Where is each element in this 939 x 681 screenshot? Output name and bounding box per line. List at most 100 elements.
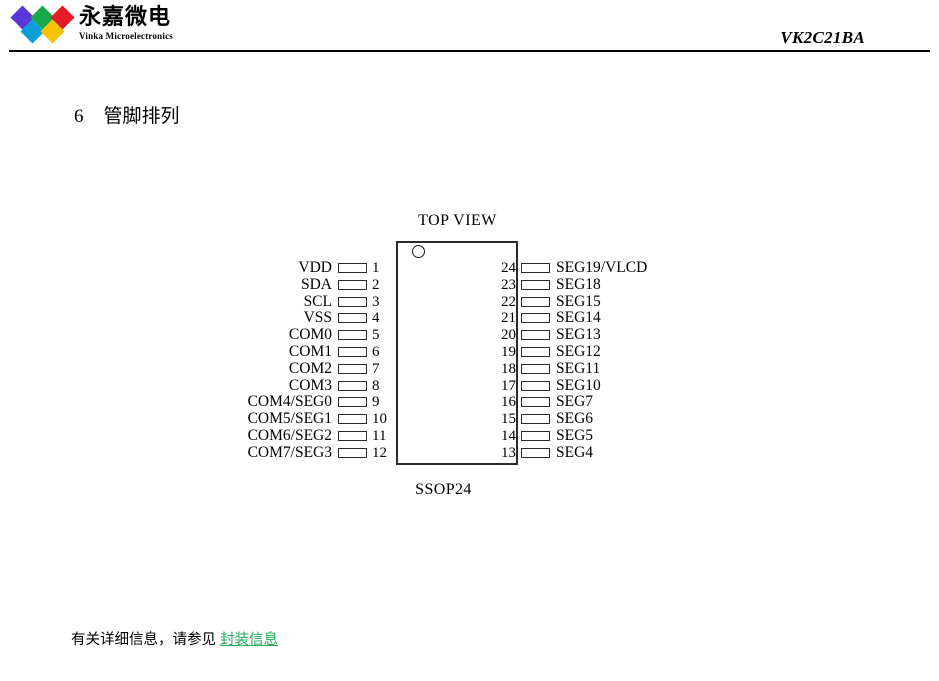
pin-number: 3	[372, 293, 380, 310]
pin-row-right-22: 22 SEG15	[490, 292, 750, 310]
pin1-marker-icon	[412, 245, 425, 258]
pin-number: 8	[372, 377, 380, 394]
pin-stub-icon	[521, 347, 550, 357]
company-logo: 永嘉微电 Vinka Microelectronics	[10, 4, 173, 44]
pin-row-left-11: COM6/SEG2 11	[170, 427, 398, 445]
footer-note: 有关详细信息，请参见封装信息	[71, 628, 278, 649]
pin-number: 20	[501, 327, 516, 344]
pin-label: SEG11	[556, 359, 601, 377]
pin-label: SEG5	[556, 427, 594, 444]
pin-label: SDA	[300, 275, 332, 293]
part-number: VK2C21BA	[780, 28, 865, 47]
pin-label: SEG6	[556, 410, 594, 428]
package-name: SSOP24	[0, 481, 939, 499]
pin-stub-icon	[521, 397, 550, 408]
footer-note-text: 有关详细信息，请参见	[71, 632, 216, 648]
pin-number: 19	[501, 344, 516, 360]
pin-stub-icon	[521, 414, 550, 425]
pin-row-right-13: 13 SEG4	[490, 443, 750, 461]
pin-stub-icon	[338, 447, 367, 458]
pin-number: 9	[372, 394, 380, 411]
pin-stub-icon	[338, 380, 367, 391]
pin-label: SEG7	[556, 393, 594, 411]
pin-label: SEG4	[556, 443, 594, 461]
pin-stub-icon	[338, 347, 367, 357]
pin-number: 23	[501, 276, 516, 293]
pin-stub-icon	[338, 431, 367, 441]
pin-number: 24	[501, 260, 516, 276]
pin-number: 11	[372, 428, 387, 444]
pin-label: SEG18	[556, 275, 601, 293]
pin-stub-icon	[521, 296, 550, 307]
pin-stub-icon	[338, 296, 367, 307]
pin-row-left-8: COM3 8	[170, 376, 398, 394]
pin-number: 13	[501, 444, 516, 461]
pin-label: COM7/SEG3	[247, 443, 332, 461]
pin-label: SEG14	[556, 309, 601, 327]
pin-number: 16	[501, 394, 516, 411]
pin-number: 10	[372, 411, 387, 428]
top-view-label: TOP VIEW	[0, 212, 939, 230]
pin-stub-icon	[338, 313, 367, 324]
pin-number: 22	[501, 293, 516, 310]
pin-stub-icon	[338, 363, 367, 374]
top-view-label-text: TOP VIEW	[418, 212, 497, 229]
pin-stub-icon	[338, 397, 367, 408]
page-header: 永嘉微电 Vinka Microelectronics VK2C21BA	[0, 0, 939, 52]
pin-label: SCL	[303, 292, 332, 310]
pin-label: COM3	[288, 376, 332, 394]
pin-label: COM6/SEG2	[247, 427, 332, 444]
pin-stub-icon	[338, 279, 367, 290]
pin-row-left-3: SCL 3	[170, 292, 398, 310]
pin-row-right-21: 21 SEG14	[490, 309, 750, 327]
pin-stub-icon	[521, 447, 550, 458]
pin-row-right-15: 15 SEG6	[490, 410, 750, 428]
pin-label: SEG15	[556, 292, 601, 310]
pin-row-left-2: SDA 2	[170, 275, 398, 293]
pin-label: COM5/SEG1	[247, 410, 332, 428]
pin-label: COM1	[288, 343, 332, 360]
pin-stub-icon	[521, 279, 550, 290]
pin-number: 21	[501, 310, 516, 327]
pin-number: 2	[372, 276, 380, 293]
company-name-en: Vinka Microelectronics	[79, 31, 173, 41]
pin-row-right-18: 18 SEG11	[490, 359, 750, 377]
pin-label: SEG10	[556, 376, 601, 394]
pin-number: 12	[372, 444, 387, 461]
header-divider	[9, 50, 930, 52]
pin-row-right-16: 16 SEG7	[490, 393, 750, 411]
pin-number: 18	[501, 360, 516, 377]
pin-stub-icon	[338, 330, 367, 341]
pin-label: VSS	[303, 309, 332, 327]
pin-row-right-20: 20 SEG13	[490, 326, 750, 344]
pin-row-left-12: COM7/SEG3 12	[170, 443, 398, 461]
pin-row-right-23: 23 SEG18	[490, 275, 750, 293]
pin-label: SEG13	[556, 326, 601, 344]
pin-number: 15	[501, 411, 516, 428]
package-info-link[interactable]: 封装信息	[220, 632, 278, 648]
pin-number: 1	[372, 260, 380, 276]
pin-stub-icon	[521, 263, 550, 273]
pin-stub-icon	[521, 431, 550, 441]
company-name-cn: 永嘉微电	[79, 5, 172, 30]
logo-diamonds-icon	[10, 4, 78, 44]
pin-stub-icon	[521, 363, 550, 374]
package-name-text: SSOP24	[415, 481, 472, 498]
pin-label: COM2	[288, 359, 332, 377]
pin-stub-icon	[521, 330, 550, 341]
chip-body	[396, 241, 518, 465]
section-number: 6	[74, 106, 84, 127]
pin-stub-icon	[521, 313, 550, 324]
pin-stub-icon	[338, 263, 367, 273]
